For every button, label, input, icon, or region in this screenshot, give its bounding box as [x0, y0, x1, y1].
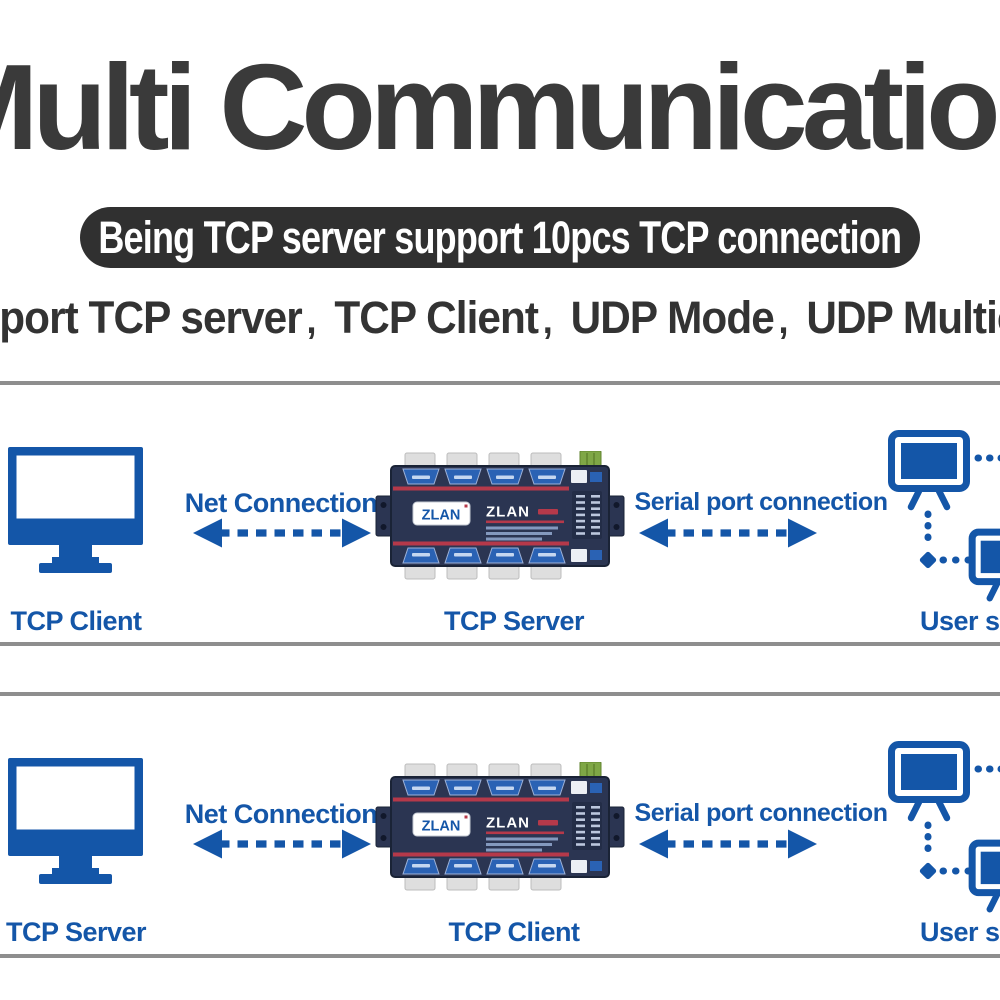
mounting-ear	[375, 806, 393, 848]
serial-dashed-arrow-icon	[639, 518, 817, 548]
left-endpoint-label: TCP Client	[10, 606, 142, 636]
user-serial-devices-cluster	[888, 741, 1000, 913]
serial-connection-label: Serial port connection	[634, 799, 888, 827]
user-monitor-icon	[968, 839, 1000, 913]
zlan-logo-badge: ZLAN	[412, 812, 471, 837]
dip-switch-pins	[572, 802, 602, 850]
feature-banner: Being TCP server support 10pcs TCP conne…	[80, 207, 920, 268]
zlan-brand-text: ZLAN	[486, 815, 530, 832]
diagram-row-tcp-client-mode: Net Connection	[0, 692, 1000, 958]
zlan-serial-device-icon: ZLAN ZLAN	[375, 762, 625, 891]
net-connection-label: Net Connection	[184, 488, 378, 518]
ethernet-port	[571, 470, 587, 483]
subtitle-part: TCP Client	[334, 292, 539, 343]
zlan-logo-badge: ZLAN	[412, 501, 471, 526]
serial-connection-label: Serial port connection	[634, 488, 888, 516]
subtitle-part: Support TCP server	[0, 292, 303, 343]
feature-banner-text: Being TCP server support 10pcs TCP conne…	[98, 211, 903, 263]
zlan-serial-device-icon: ZLAN ZLAN	[375, 451, 625, 580]
zlan-brand-print: ZLAN	[486, 815, 564, 852]
user-serial-devices-cluster	[888, 430, 1000, 602]
red-stripe	[393, 797, 569, 802]
user-monitor-icon	[888, 741, 970, 822]
subtitle-separator: ,	[306, 299, 316, 342]
device-role-label: TCP Server	[443, 606, 585, 636]
junction-diamond-icon	[919, 862, 937, 880]
user-devices-label: User serial device	[920, 917, 1000, 947]
zlan-badge-text: ZLAN	[422, 508, 461, 524]
page-title: Multi Communication	[0, 39, 1000, 175]
mounting-ear	[375, 495, 393, 537]
device-body	[390, 465, 610, 567]
subtitle-part: UDP Multicast	[806, 292, 1000, 343]
green-terminal-block	[579, 762, 602, 780]
computer-monitor-icon	[8, 758, 143, 884]
modes-subtitle: Support TCP server,TCP Client,UDP Mode,U…	[0, 292, 1000, 344]
zlan-brand-print: ZLAN	[486, 504, 564, 541]
device-body	[390, 776, 610, 878]
red-stripe	[393, 486, 569, 491]
subtitle-separator: ,	[778, 299, 789, 342]
power-port	[571, 549, 587, 562]
device-role-label: TCP Client	[448, 917, 580, 947]
red-stripe	[393, 852, 569, 857]
zlan-brand-text: ZLAN	[486, 504, 530, 521]
mounting-ear	[607, 495, 625, 537]
left-endpoint-label: TCP Server	[5, 917, 147, 947]
junction-diamond-icon	[919, 551, 937, 569]
net-connection-label: Net Connection	[184, 799, 378, 829]
dip-switch-pins	[572, 491, 602, 539]
user-monitor-icon	[968, 528, 1000, 602]
computer-monitor-icon	[8, 447, 143, 573]
user-monitor-icon	[888, 430, 970, 511]
mounting-ear	[607, 806, 625, 848]
power-port	[571, 860, 587, 873]
subtitle-part: UDP Mode	[570, 292, 775, 343]
serial-dashed-arrow-icon	[639, 829, 817, 859]
ethernet-port	[571, 781, 587, 794]
net-dashed-arrow-icon	[193, 829, 371, 859]
subtitle-separator: ,	[542, 299, 553, 342]
zlan-badge-text: ZLAN	[422, 819, 461, 835]
net-dashed-arrow-icon	[193, 518, 371, 548]
user-devices-label: User serial device	[920, 606, 1000, 636]
red-stripe	[393, 541, 569, 546]
diagram-row-tcp-server-mode: Net Connection	[0, 381, 1000, 646]
